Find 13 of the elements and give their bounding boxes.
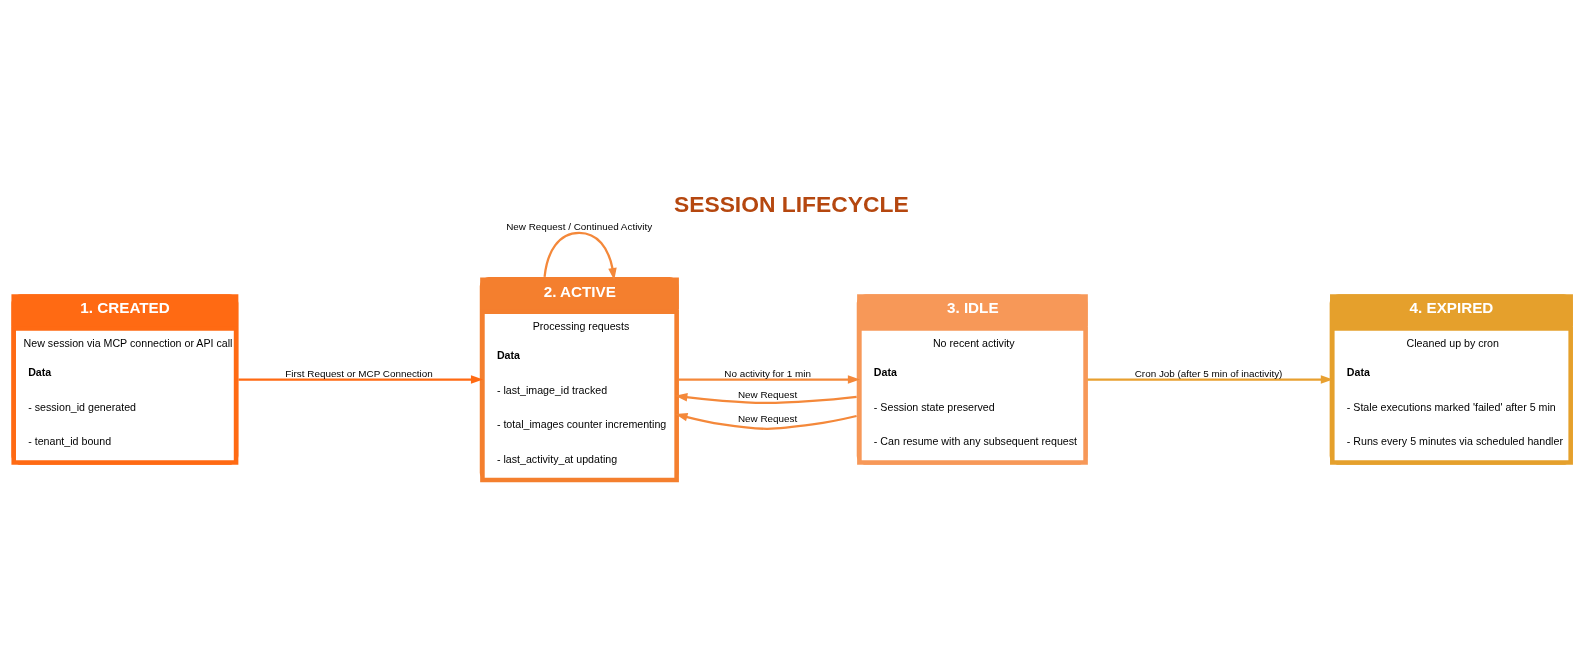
edge-label: Cron Job (after 5 min of inactivity) [1134,367,1283,379]
edge-label: New Request / Continued Activity [506,220,653,232]
arrow [678,374,861,384]
diagram-title: SESSION LIFECYCLE [673,190,909,217]
edge-label: No activity for 1 min [724,367,811,379]
edge-label: First Request or MCP Connection [285,367,433,379]
arrow [238,374,484,384]
arrow [675,412,857,430]
edge-label: New Request [737,388,798,400]
arrow [675,392,857,404]
arrow [543,231,617,280]
edge-label: New Request [737,412,798,424]
arrow [1087,374,1333,384]
